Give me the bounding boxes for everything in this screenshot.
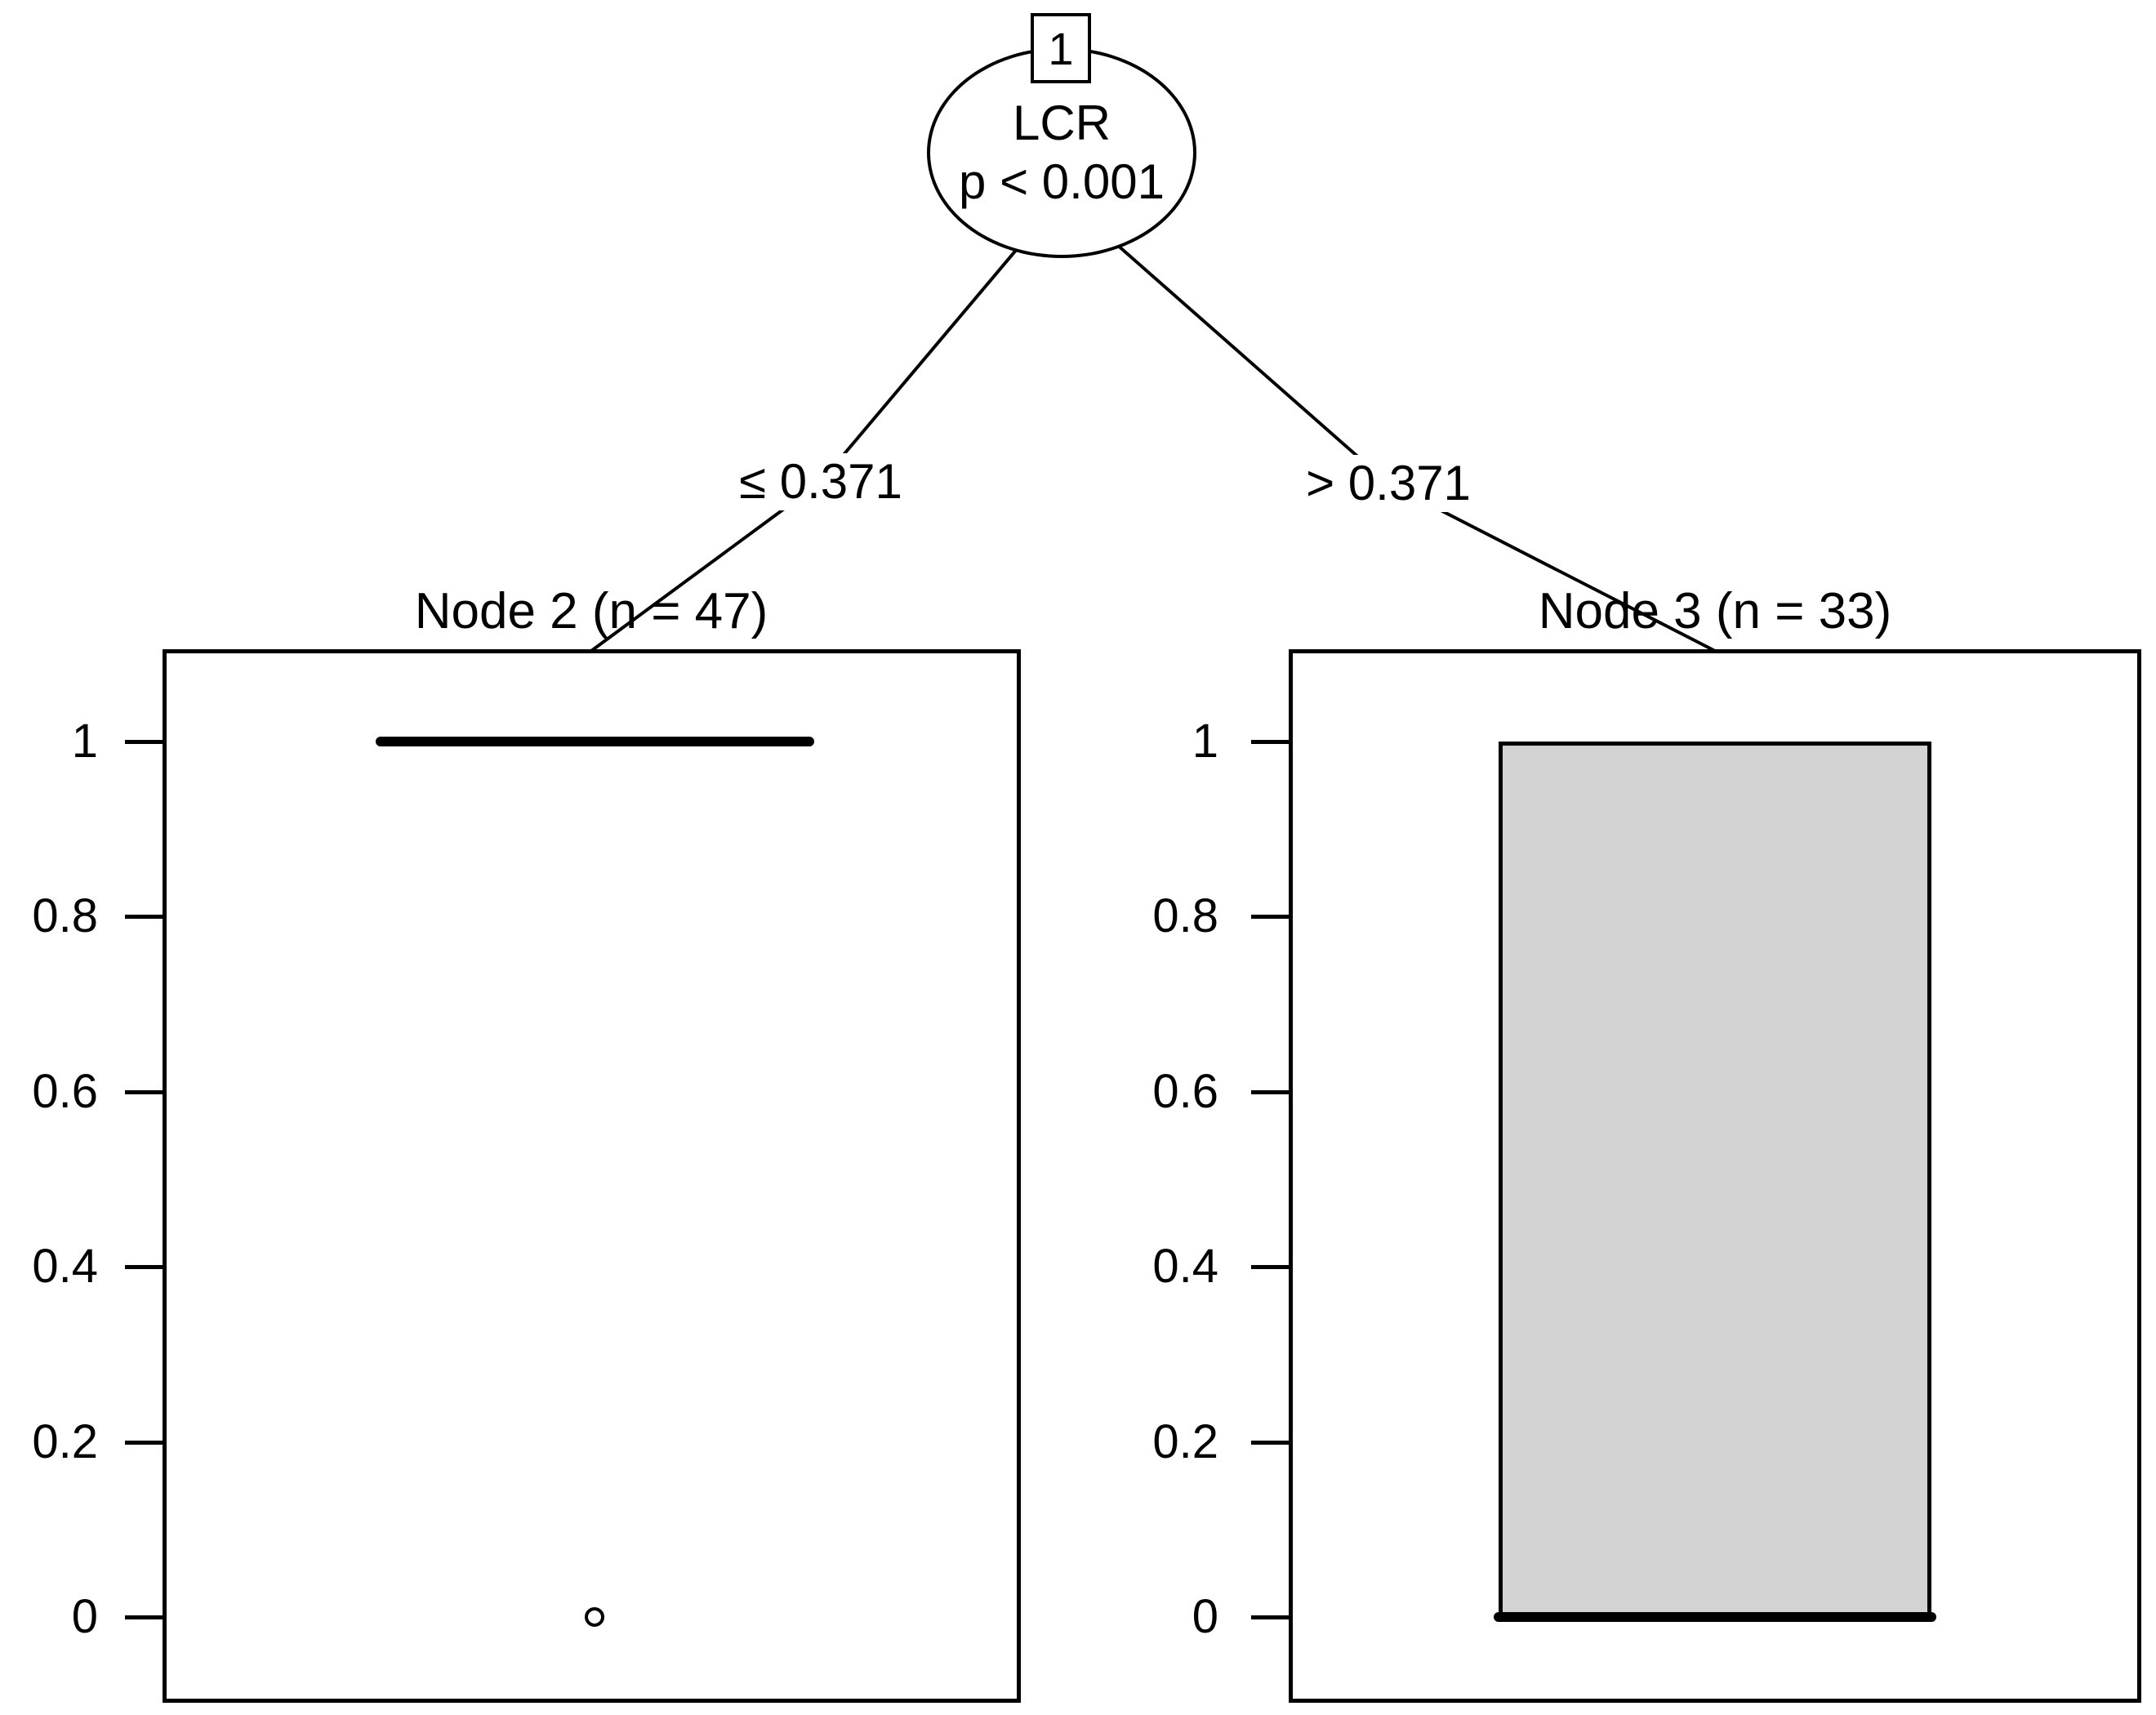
- node3-ytick-label: 0: [1192, 1590, 1218, 1643]
- node3-ytick-mark: [1251, 1265, 1289, 1269]
- node3-ytick-mark: [1251, 1090, 1289, 1094]
- node3-ytick-mark: [1251, 1615, 1289, 1619]
- node2-ytick-mark: [125, 1090, 163, 1094]
- node3-ytick-label: 0.4: [1152, 1240, 1218, 1293]
- node2-median-line: [376, 737, 814, 746]
- node2-ytick-label: 0.2: [32, 1415, 98, 1468]
- edge-label-right: > 0.371: [1298, 455, 1479, 512]
- node2-ytick-mark: [125, 915, 163, 919]
- node2-ytick-label: 1: [71, 715, 98, 768]
- node3-box: [1499, 742, 1931, 1617]
- node2-outlier-point: [585, 1607, 604, 1627]
- node2-ytick-label: 0: [71, 1590, 98, 1643]
- node2-ytick-label: 0.4: [32, 1240, 98, 1293]
- node3-median-line: [1494, 1612, 1936, 1622]
- node2-ytick-mark: [125, 1265, 163, 1269]
- root-split-variable: LCR: [1012, 96, 1111, 150]
- node3-ytick-mark: [1251, 1441, 1289, 1445]
- node2-panel: [163, 649, 1021, 1703]
- root-p-value: p < 0.001: [959, 154, 1165, 209]
- node3-ytick-label: 0.6: [1152, 1065, 1218, 1118]
- node3-ytick-mark: [1251, 740, 1289, 744]
- node2-ytick-mark: [125, 1615, 163, 1619]
- node2-title: Node 2 (n = 47): [414, 583, 768, 639]
- root-node-id: 1: [1031, 13, 1091, 83]
- node3-title: Node 3 (n = 33): [1538, 583, 1892, 639]
- node2-ytick-mark: [125, 1441, 163, 1445]
- node2-ytick-mark: [125, 740, 163, 744]
- node2-ytick-label: 0.8: [32, 889, 98, 942]
- edge-label-left: ≤ 0.371: [731, 453, 911, 510]
- node3-ytick-label: 1: [1192, 715, 1218, 768]
- node3-ytick-label: 0.8: [1152, 889, 1218, 942]
- node2-ytick-label: 0.6: [32, 1065, 98, 1118]
- node3-ytick-mark: [1251, 915, 1289, 919]
- node3-ytick-label: 0.2: [1152, 1415, 1218, 1468]
